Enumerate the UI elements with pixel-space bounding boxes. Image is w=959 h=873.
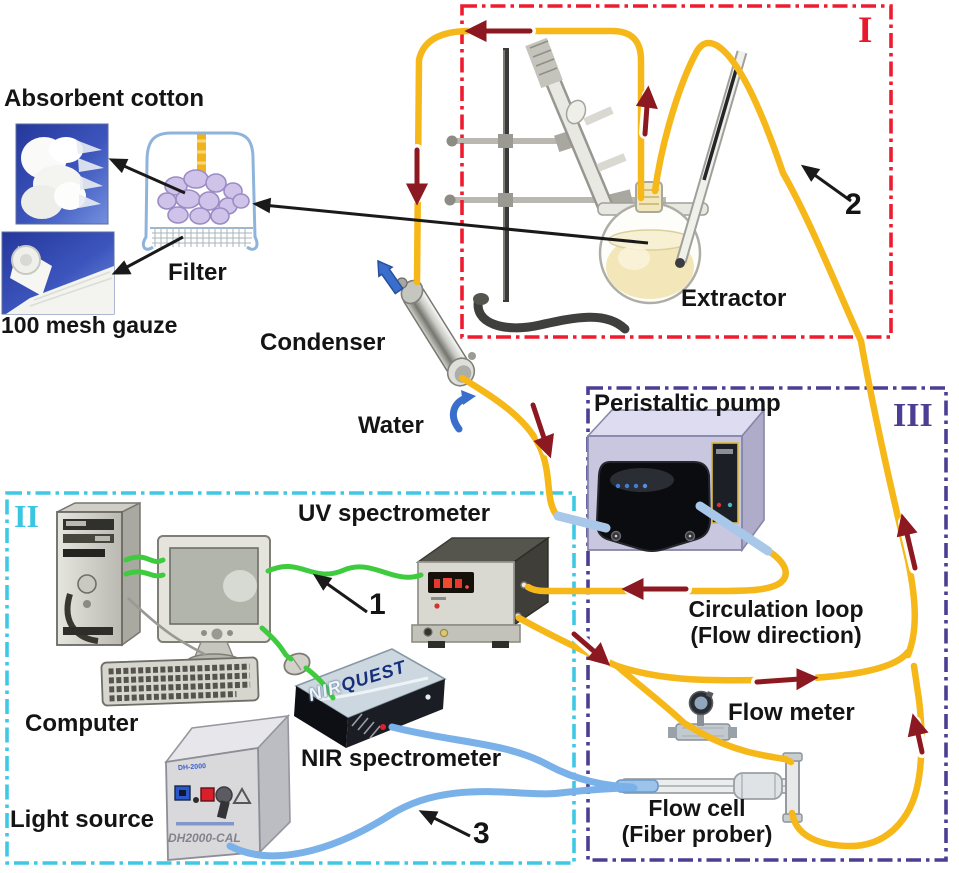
label-water: Water <box>358 412 424 439</box>
region-2-border <box>5 491 576 865</box>
condenser-illustration <box>396 277 476 387</box>
callout-3: 3 <box>473 817 490 850</box>
label-nir-spectrometer: NIR spectrometer <box>301 745 502 772</box>
nir-spectrometer-illustration <box>294 648 447 748</box>
green-signal-cables <box>123 554 424 701</box>
light-source-illustration <box>164 714 291 861</box>
label-flow-cell: Flow cell (Fiber prober) <box>592 795 802 848</box>
label-flow-meter: Flow meter <box>728 699 855 726</box>
uv-spectrometer-illustration <box>411 536 551 648</box>
region-3-numeral: III <box>893 397 933 434</box>
label-peristaltic-pump: Peristaltic pump <box>594 390 781 417</box>
tube-pump-to-uv <box>524 546 789 595</box>
region-3-border <box>586 386 948 862</box>
region-1-border <box>460 4 893 339</box>
label-flow-cell-line1: Flow cell <box>648 795 746 821</box>
mesh-gauze-photo <box>1 231 115 315</box>
tube-condenser-to-pump <box>458 374 562 521</box>
label-absorbent-cotton: Absorbent cotton <box>4 85 204 112</box>
light-source-model-text: DH2000-CAL <box>168 831 241 845</box>
label-light-source: Light source <box>10 806 155 833</box>
circulation-tubing <box>413 27 925 850</box>
label-computer: Computer <box>25 710 139 737</box>
flow-direction-arrows <box>405 19 929 758</box>
computer-illustration <box>56 501 311 707</box>
filter-bag-illustration <box>141 131 259 251</box>
label-flow-cell-line2: (Fiber prober) <box>621 820 773 847</box>
label-extractor: Extractor <box>681 285 787 312</box>
annotation-arrows <box>108 158 852 838</box>
label-circulation-loop-line2: (Flow direction) <box>690 621 862 648</box>
water-flow-arrows <box>377 259 476 433</box>
callout-2: 2 <box>845 188 862 221</box>
label-filter: Filter <box>168 259 227 286</box>
label-circulation-loop: Circulation loop (Flow direction) <box>648 596 904 649</box>
label-mesh-gauze: 100 mesh gauze <box>1 312 178 338</box>
water-out-arrow <box>377 259 404 295</box>
region-borders <box>5 4 948 865</box>
fiber-optic-cables <box>226 723 638 860</box>
tube-flowcell-loop <box>788 662 925 850</box>
callout-1: 1 <box>369 588 386 621</box>
region-1-numeral: I <box>858 10 873 51</box>
absorbent-cotton-photo <box>15 123 109 225</box>
region-2-numeral: II <box>14 498 39 534</box>
label-circulation-loop-line1: Circulation loop <box>688 596 864 622</box>
tube-flowmeter-branch <box>613 662 795 766</box>
extractor-illustration <box>444 37 748 334</box>
pump-tube-sleeves <box>553 501 773 556</box>
label-condenser: Condenser <box>260 329 386 356</box>
peristaltic-pump-illustration <box>586 407 766 553</box>
label-uv-spectrometer: UV spectrometer <box>298 500 491 527</box>
